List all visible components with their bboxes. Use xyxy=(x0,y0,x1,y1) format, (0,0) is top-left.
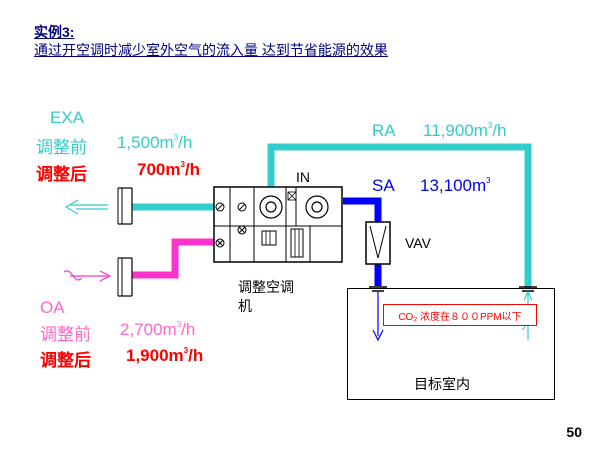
oa-before-label: 调整前 xyxy=(40,325,91,344)
oa-after-label: 调整后 xyxy=(40,351,91,370)
exa-before-label: 调整前 xyxy=(36,138,87,157)
oa-label: OA xyxy=(40,298,65,317)
exa-after-label: 调整后 xyxy=(36,165,87,184)
vav-box xyxy=(365,221,391,265)
slide-title: 实例3: xyxy=(34,24,75,40)
oa-louver xyxy=(117,257,133,297)
ra-value: 11,900m3/h xyxy=(423,121,507,140)
ahu-label-line2: 机 xyxy=(238,298,252,314)
oa-after-value: 1,900m3/h xyxy=(126,346,204,365)
exa-before-value: 1,500m3/h xyxy=(117,133,193,152)
ahu-label-line1: 调整空调 xyxy=(238,279,294,295)
page-number: 50 xyxy=(566,424,582,440)
vav-label: VAV xyxy=(405,235,431,251)
target-room xyxy=(347,288,555,400)
ra-label: RA xyxy=(372,121,396,140)
ra-duct xyxy=(267,143,532,288)
oa-arrow xyxy=(63,270,112,282)
slide-subtitle: 通过开空调时减少室外空气的流入量 达到节省能源的效果 xyxy=(34,42,388,58)
sa-label: SA xyxy=(372,176,395,195)
exa-label: EXA xyxy=(50,108,85,127)
oa-duct xyxy=(132,238,214,279)
ahu-unit xyxy=(213,186,343,263)
in-label: IN xyxy=(296,169,310,185)
co2-note: CO₂ 浓度在８００PPM以下 xyxy=(383,304,537,326)
supply-outlet xyxy=(369,286,387,342)
room-label: 目标室内 xyxy=(414,376,470,392)
sa-value: 13,100m3 xyxy=(420,176,491,195)
exa-after-value: 700m3/h xyxy=(137,160,201,179)
oa-before-value: 2,700m3/h xyxy=(120,320,196,339)
exa-arrow xyxy=(64,199,108,215)
exa-louver xyxy=(117,187,133,225)
